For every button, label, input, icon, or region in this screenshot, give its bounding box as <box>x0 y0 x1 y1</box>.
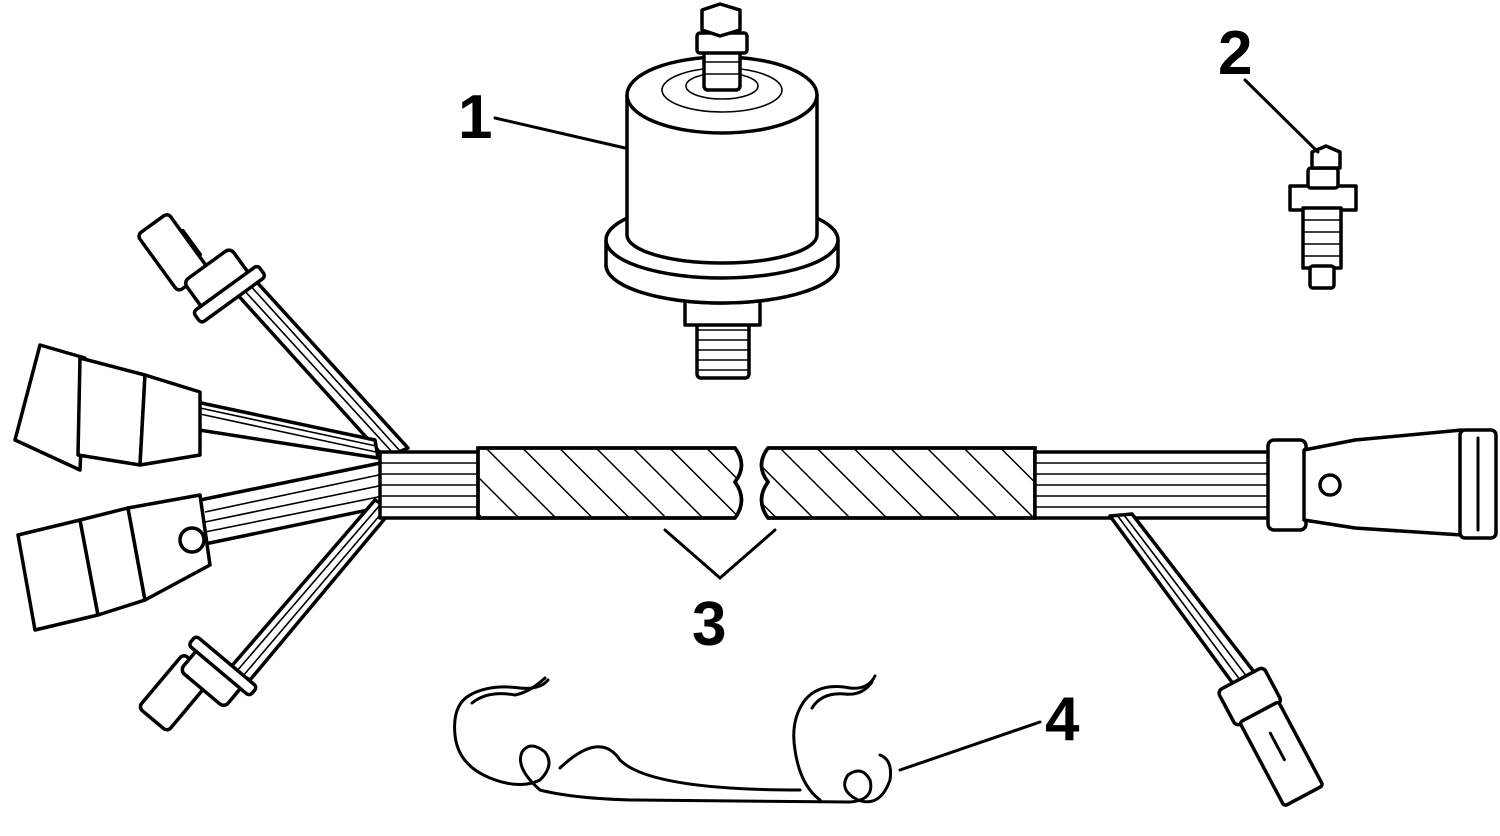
callout-1: 1 <box>458 83 492 152</box>
temperature-sender <box>1288 144 1358 290</box>
wire-harness <box>13 213 1498 807</box>
leader-lines <box>493 78 1320 772</box>
callout-3: 3 <box>692 590 726 659</box>
wire-clip <box>453 674 892 804</box>
callout-4: 4 <box>1045 685 1080 754</box>
callout-2: 2 <box>1218 19 1252 88</box>
pressure-sender <box>604 2 840 380</box>
